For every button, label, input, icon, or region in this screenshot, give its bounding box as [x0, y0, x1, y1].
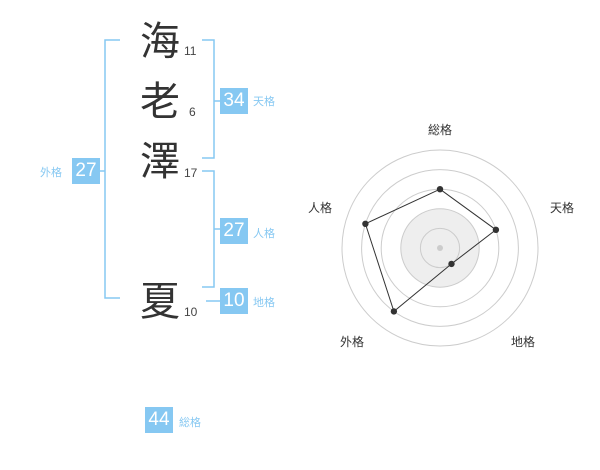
soukaku-value: 44	[145, 407, 173, 433]
jinkaku-value: 27	[220, 218, 248, 244]
chikaku-label: 地格	[253, 296, 275, 309]
soukaku-label: 総格	[179, 416, 201, 429]
radar-point-1	[492, 226, 500, 233]
radar-center	[437, 245, 443, 251]
radar-axis-label-2: 地格	[511, 335, 536, 349]
char-4: 夏	[140, 279, 180, 325]
radar-axis-label-4: 人格	[308, 201, 333, 215]
tenkaku-bracket	[202, 39, 215, 159]
char-3: 澤	[140, 139, 180, 185]
radar-ring-2	[400, 208, 480, 288]
radar-ring-4	[361, 169, 519, 327]
tenkaku-value: 34	[220, 88, 248, 114]
radar-axis-label-1: 天格	[550, 201, 575, 215]
char-1-strokes: 11	[184, 44, 197, 58]
tenkaku-label: 天格	[253, 95, 275, 108]
gaikaku-label: 外格	[40, 166, 62, 179]
radar-point-0	[436, 186, 444, 193]
gaikaku-value: 27	[72, 158, 100, 184]
radar-point-2	[448, 260, 455, 268]
char-2-strokes: 6	[189, 105, 196, 119]
radar-point-3	[390, 308, 398, 315]
char-4-strokes: 10	[184, 305, 198, 319]
jinkaku-label: 人格	[253, 227, 275, 240]
radar-polygon	[364, 188, 497, 313]
radar-ring-5	[341, 149, 539, 347]
char-2: 老	[140, 79, 180, 125]
radar-point-4	[362, 220, 369, 227]
gaikaku-bracket	[104, 39, 120, 299]
radar-ring-1	[419, 227, 461, 269]
chikaku-value: 10	[220, 288, 248, 314]
radar-axis-label-0: 総格	[428, 123, 453, 137]
radar-axis-label-3: 外格	[340, 335, 365, 349]
char-1: 海	[140, 19, 180, 65]
char-3-strokes: 17	[184, 166, 198, 180]
